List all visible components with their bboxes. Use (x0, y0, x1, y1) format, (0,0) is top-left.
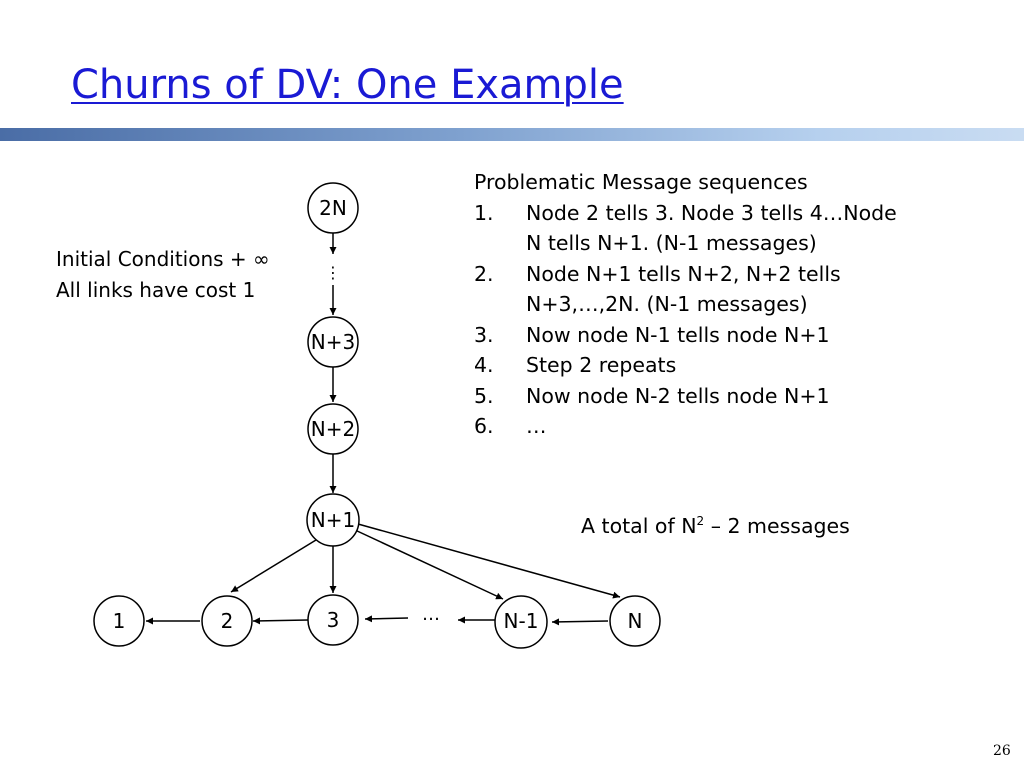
edge-3-2 (252, 617, 309, 625)
sequence-item-text: Node 2 tells 3. Node 3 tells 4…Node N te… (526, 200, 897, 256)
node-N+3-label: N+3 (311, 330, 355, 354)
sequences-heading: Problematic Message sequences (474, 170, 808, 194)
sequence-item: 2. Node N+1 tells N+2, N+2 tells N+3,…,2… (474, 259, 914, 320)
total-exponent: 2 (696, 514, 705, 528)
edge-N+1-N-1 (354, 529, 504, 600)
node-N+2: N+2 (307, 403, 359, 455)
edge-N-N-1 (551, 618, 609, 626)
sequence-item-text: Now node N-2 tells node N+1 (526, 383, 830, 408)
sequence-item-text: Now node N-1 tells node N+1 (526, 322, 830, 347)
node-N+2-label: N+2 (311, 417, 355, 441)
node-1-label: 1 (113, 609, 126, 633)
edge-N+1-N (357, 523, 621, 599)
initial-conditions: Initial Conditions + ∞ All links have co… (56, 244, 270, 306)
title-divider-bar (0, 128, 1024, 141)
sequence-item-number: 3. (474, 322, 494, 347)
vertical-ellipsis: ⋮ (325, 263, 341, 282)
node-2N: 2N (307, 182, 359, 234)
sequence-item: 4. Step 2 repeats (474, 350, 914, 381)
node-N+3: N+3 (307, 316, 359, 368)
sequence-item-number: 2. (474, 261, 494, 286)
sequence-item: 6. … (474, 411, 914, 442)
sequence-item-text: … (526, 414, 547, 438)
sequence-item: 3. Now node N-1 tells node N+1 (474, 320, 914, 351)
bottom-ellipsis: … (422, 604, 440, 625)
total-suffix: – 2 messages (704, 514, 850, 538)
node-N-1-label: N-1 (504, 609, 539, 633)
slide-title: Churns of DV: One Example (71, 62, 624, 108)
node-N-1: N-1 (494, 595, 548, 649)
node-N+1: N+1 (306, 493, 360, 547)
message-sequences: Problematic Message sequences 1. Node 2 … (474, 167, 914, 442)
sequence-item: 1. Node 2 tells 3. Node 3 tells 4…Node N… (474, 198, 914, 259)
node-N+1-label: N+1 (311, 508, 355, 532)
total-prefix: A total of N (581, 514, 697, 538)
sequence-item: 5. Now node N-2 tells node N+1 (474, 381, 914, 412)
link-cost-line: All links have cost 1 (56, 278, 256, 302)
sequence-item-text: Node N+1 tells N+2, N+2 tells N+3,…,2N. … (526, 261, 841, 317)
sequence-item-number: 5. (474, 383, 494, 408)
initial-conditions-line: Initial Conditions + ∞ (56, 247, 270, 271)
edge-ellipsis-3 (364, 615, 409, 623)
sequence-item-number: 1. (474, 200, 494, 225)
sequence-item-number: 6. (474, 414, 494, 438)
node-2: 2 (201, 595, 253, 647)
node-N-label: N (628, 609, 643, 633)
node-2-label: 2 (221, 609, 234, 633)
page-number: 26 (993, 743, 1011, 759)
total-messages: A total of N2 – 2 messages (581, 514, 850, 538)
node-N: N (609, 595, 661, 647)
sequence-item-text: Step 2 repeats (526, 353, 677, 377)
edge-N+1-2 (230, 539, 317, 593)
node-2N-label: 2N (319, 196, 347, 220)
node-3: 3 (307, 594, 359, 646)
sequence-item-number: 4. (474, 353, 494, 377)
node-3-label: 3 (327, 608, 340, 632)
node-1: 1 (93, 595, 145, 647)
